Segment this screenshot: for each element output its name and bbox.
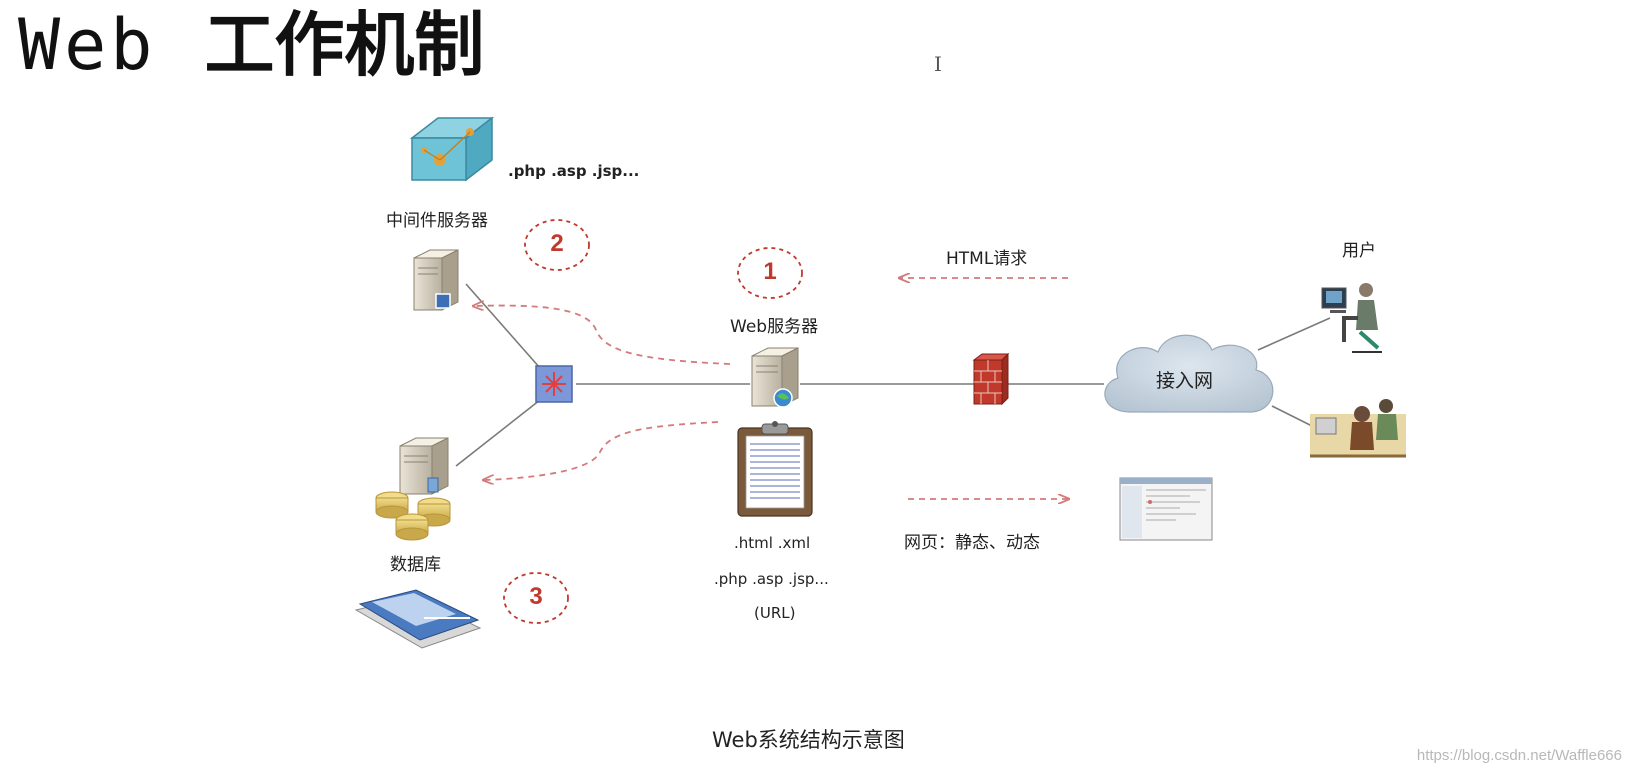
database-server-icon xyxy=(399,437,449,495)
web-server-label: Web服务器 xyxy=(730,317,819,337)
link-switch-appserver xyxy=(465,283,541,369)
step-circles xyxy=(503,219,803,624)
slide-title-cn: 工作机制 xyxy=(204,4,485,86)
step-circle-3 xyxy=(503,572,569,624)
doc-ext-label-3: (URL) xyxy=(754,604,796,622)
arrow-to-middleware xyxy=(474,306,731,365)
database-label: 数据库 xyxy=(390,555,441,575)
user-label: 用户 xyxy=(1342,241,1376,261)
step-number-1: 1 xyxy=(763,258,777,285)
user-at-computer-icon xyxy=(1321,283,1382,353)
step-circle-1 xyxy=(737,247,803,299)
step-number-3: 3 xyxy=(529,583,543,610)
middleware-server-label: 中间件服务器 xyxy=(386,211,488,231)
flow-arrows xyxy=(474,278,1068,499)
middleware-ext-label: .php .asp .jsp... xyxy=(508,162,640,180)
link-cloud-users xyxy=(1271,405,1313,427)
step-number-2: 2 xyxy=(550,230,564,257)
cloud-icon xyxy=(1104,334,1274,413)
link-switch-dbserver xyxy=(455,399,541,467)
network-links xyxy=(455,283,1331,467)
clipboard-document-icon xyxy=(737,421,813,517)
app-server-icon xyxy=(413,249,459,311)
users-group-icon xyxy=(1310,399,1406,458)
link-cloud-user xyxy=(1257,317,1331,351)
slide-title-web: Web xyxy=(18,4,157,86)
step-circle-2 xyxy=(524,219,590,271)
database-disks-icon xyxy=(375,491,451,541)
slide-title: Web 工作机制 xyxy=(18,2,484,88)
diagram-caption: Web系统结构示意图 xyxy=(712,728,905,752)
middleware-cube-icon xyxy=(409,116,495,182)
web-server-icon xyxy=(751,347,799,408)
firewall-icon xyxy=(972,352,1010,406)
switch-icon xyxy=(535,365,573,403)
html-request-label: HTML请求 xyxy=(946,249,1028,269)
magazine-icon xyxy=(354,589,482,649)
text-cursor-icon: I xyxy=(934,52,942,76)
doc-ext-label-2: .php .asp .jsp... xyxy=(714,570,829,588)
webpage-screenshot-icon xyxy=(1119,477,1213,541)
access-network-label: 接入网 xyxy=(1156,370,1214,392)
webpage-label: 网页：静态、动态 xyxy=(904,533,1040,553)
watermark: https://blog.csdn.net/Waffle666 xyxy=(1416,747,1622,764)
doc-ext-label-1: .html .xml xyxy=(734,534,811,552)
arrow-to-database xyxy=(484,421,719,480)
